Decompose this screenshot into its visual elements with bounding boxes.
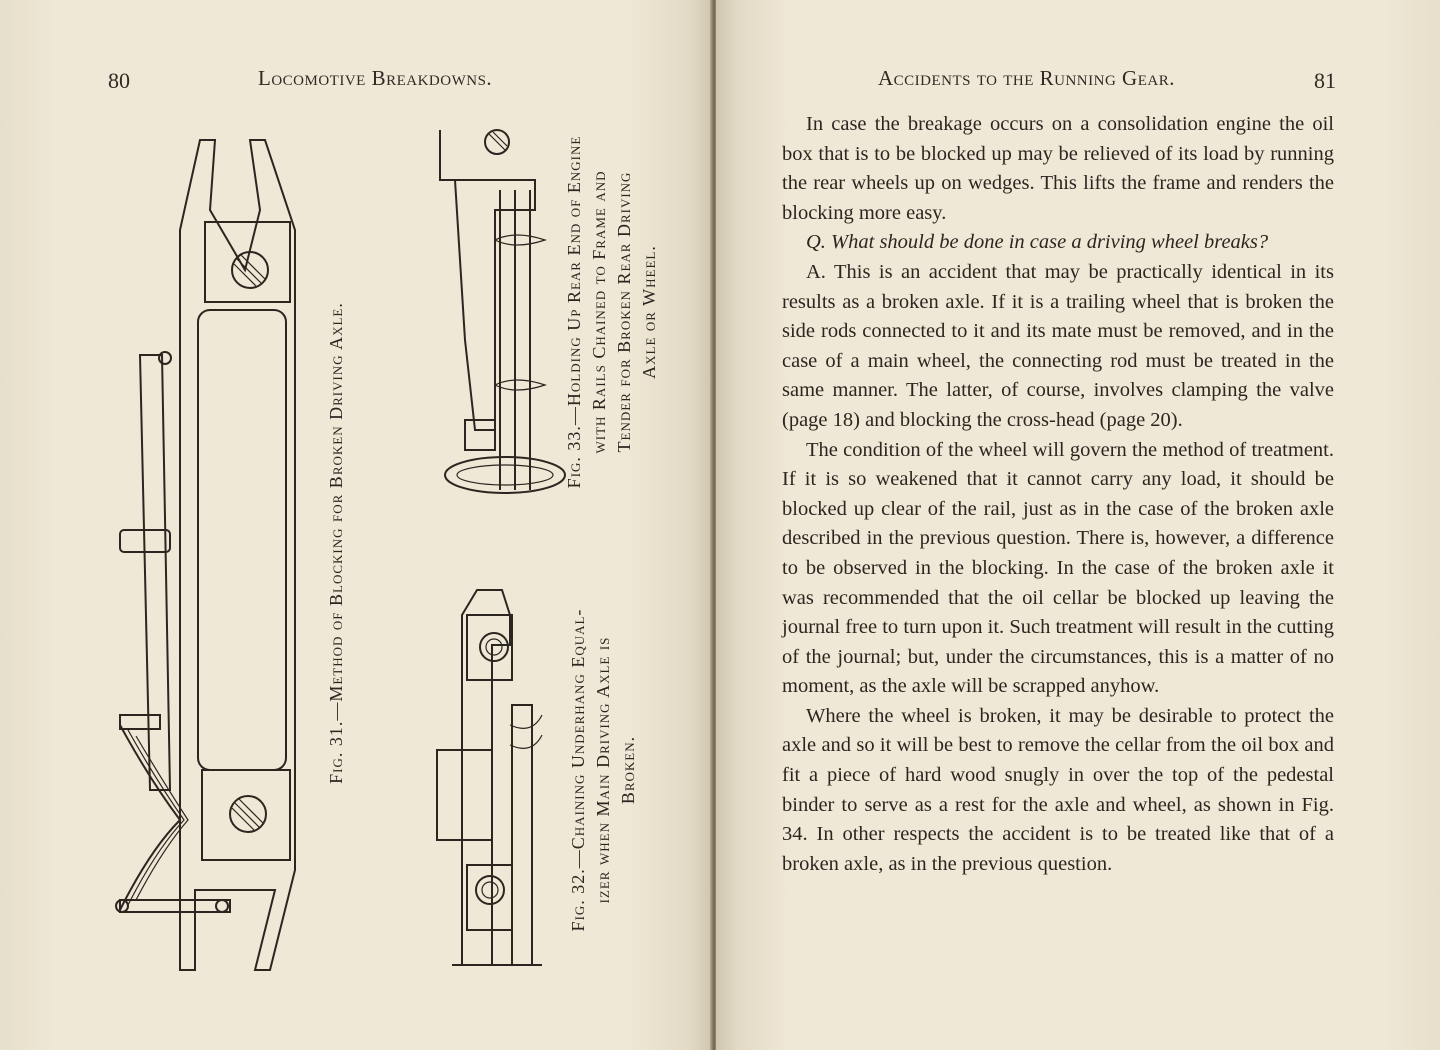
fig32-drawing xyxy=(436,589,543,966)
right-page xyxy=(716,0,1440,1050)
fig31-caption-line: Fig. 31.—Method of Blocking for Broken D… xyxy=(326,302,346,784)
fig33-caption: Fig. 33.—Holding Up Rear End of Engine w… xyxy=(562,102,662,522)
running-head-right: Accidents to the Running Gear. xyxy=(878,66,1175,90)
fig32-caption: Fig. 32.—Chaining Underhang Equal- izer … xyxy=(566,580,641,960)
fig32-caption-line-1: Fig. 32.—Chaining Underhang Equal- xyxy=(568,608,588,932)
fig32-caption-line-3: Broken. xyxy=(618,735,638,805)
fig32-caption-line-2: izer when Main Driving Axle is xyxy=(593,636,613,904)
answer-paragraph: A. This is an accident that may be pract… xyxy=(782,260,1334,431)
fig33-drawing xyxy=(439,129,566,494)
question-paragraph: Q. What should be done in case a driving… xyxy=(806,231,1269,254)
fig33-caption-line-4: Axle or Wheel. xyxy=(639,245,659,379)
left-page: 80 Locomotive Breakdowns. xyxy=(0,0,712,1050)
page-number-left: 80 xyxy=(108,68,130,93)
paragraph: In case the breakage occurs on a consoli… xyxy=(782,113,1334,224)
page-number-right: 81 xyxy=(1314,68,1336,93)
paragraph: Where the wheel is broken, it may be des… xyxy=(782,704,1334,875)
fig33-caption-line-3: Tender for Broken Rear Driving xyxy=(614,171,634,453)
fig31-caption: Fig. 31.—Method of Blocking for Broken D… xyxy=(324,258,349,828)
paragraph: The condition of the wheel will govern t… xyxy=(782,438,1334,698)
body-text: In case the breakage occurs on a consoli… xyxy=(782,110,1334,879)
fig33-caption-line-2: with Rails Chained to Frame and xyxy=(589,170,609,454)
fig31-drawing xyxy=(115,139,296,971)
fig33-caption-line-1: Fig. 33.—Holding Up Rear End of Engine xyxy=(564,135,584,489)
running-head-left: Locomotive Breakdowns. xyxy=(258,66,493,90)
book-gutter xyxy=(710,0,718,1050)
